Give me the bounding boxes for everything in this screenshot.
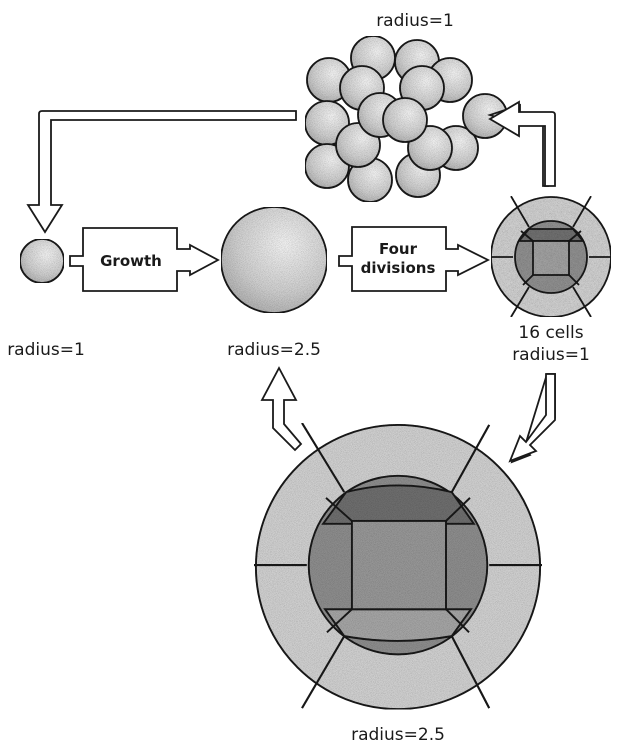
small-embryo-radius-label: radius=1 xyxy=(512,345,590,365)
divisions-label-line2: divisions xyxy=(361,259,436,277)
small-cell xyxy=(19,238,65,284)
cell-cluster xyxy=(304,35,508,203)
growth-label: Growth xyxy=(100,252,162,270)
small-embryo-cells-label: 16 cells xyxy=(518,323,583,343)
cluster-radius-label: radius=1 xyxy=(376,11,454,31)
small-cell-radius-label: radius=1 xyxy=(7,340,85,360)
return-arrow xyxy=(26,110,297,234)
large-cell xyxy=(220,206,328,314)
divisions-arrow xyxy=(338,226,491,292)
large-embryo-radius-label: radius=2.5 xyxy=(351,725,445,745)
to-large-cell-arrow xyxy=(260,366,303,452)
large-embryo xyxy=(253,422,543,711)
cluster-cell xyxy=(382,97,428,143)
divisions-label-line1: Four xyxy=(379,240,418,258)
to-large-embryo-arrow-body xyxy=(508,373,556,463)
large-cell-radius-label: radius=2.5 xyxy=(227,340,321,360)
to-cluster-arrow-outline xyxy=(488,100,556,187)
small-embryo xyxy=(490,195,612,318)
growth-arrow xyxy=(69,227,220,292)
